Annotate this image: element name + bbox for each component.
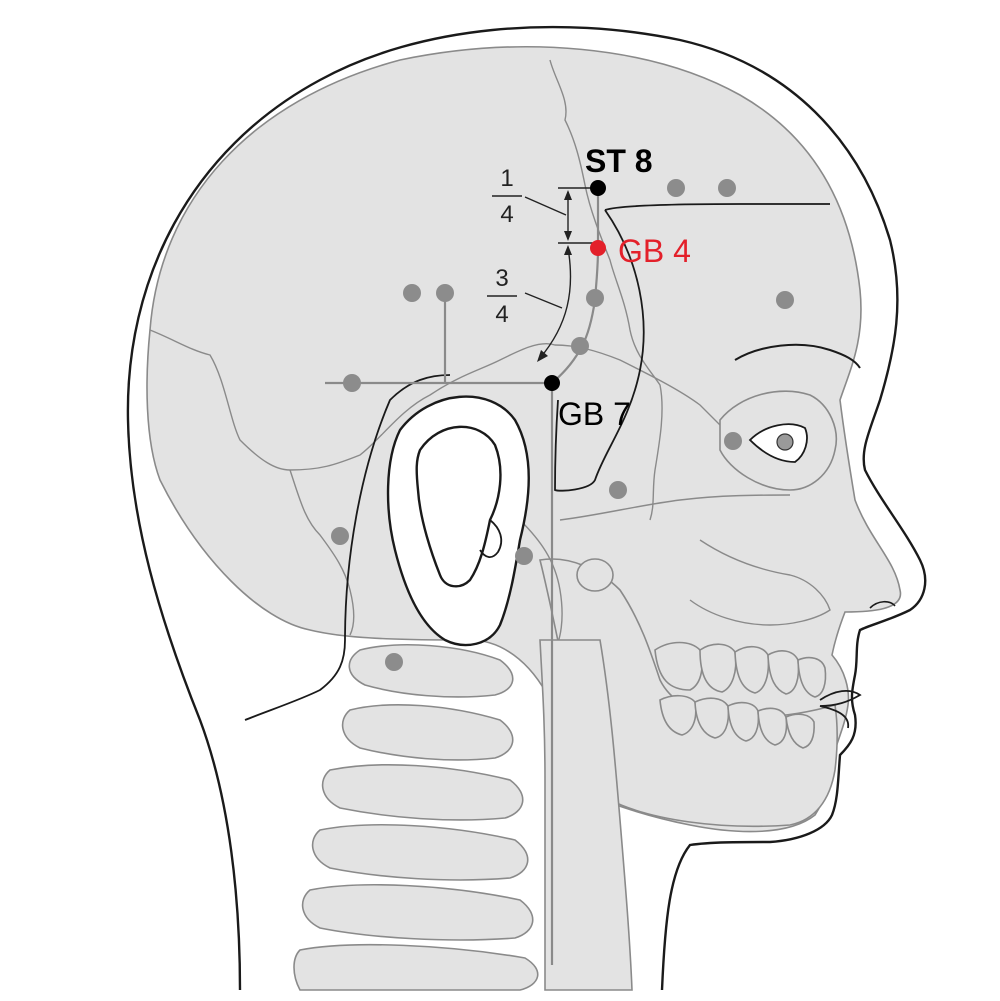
fraction-lower-denominator: 4 — [495, 301, 508, 328]
hairline — [604, 203, 830, 211]
secondary-acupoint — [385, 653, 403, 671]
acupoint-gb4-marker — [590, 240, 606, 256]
ear-inner — [415, 425, 502, 588]
secondary-acupoint — [343, 374, 361, 392]
vertebra-c6 — [293, 943, 539, 991]
arrow-lower-head-bottom — [537, 350, 548, 362]
vertebra-c2 — [341, 704, 514, 761]
dimension-marks: 1 4 3 4 — [487, 165, 598, 362]
secondary-acupoint — [403, 284, 421, 302]
secondary-acupoint — [724, 432, 742, 450]
vertebra-c1 — [348, 644, 514, 698]
secondary-acupoint — [586, 289, 604, 307]
external-acoustic-meatus — [576, 558, 614, 592]
eyebrow — [734, 343, 861, 369]
zygomatic-arch — [559, 494, 791, 521]
coronal-suture — [549, 59, 663, 521]
head-outline — [126, 25, 927, 991]
primary-acupoints: ST 8 GB 4 GB 7 — [544, 143, 691, 432]
arrow-upper-head-bottom — [564, 231, 572, 241]
acupoint-gb4-label: GB 4 — [618, 233, 691, 269]
acupoint-gb7-marker — [544, 375, 560, 391]
vertebral-body — [539, 639, 633, 991]
secondary-acupoint — [718, 179, 736, 197]
maxilla — [689, 539, 831, 626]
fraction-lower-numerator: 3 — [495, 265, 508, 292]
arrow-upper-head-top — [564, 190, 572, 200]
fraction-upper-denominator: 4 — [500, 201, 513, 228]
secondary-acupoint — [331, 527, 349, 545]
nostril — [869, 600, 896, 609]
leader-lower — [524, 292, 563, 309]
acupoint-st8-label: ST 8 — [585, 143, 653, 179]
arrow-lower-curve — [539, 247, 572, 359]
secondary-acupoint — [436, 284, 454, 302]
acupoint-gb7-label: GB 7 — [558, 396, 631, 432]
cervical-spine — [293, 639, 633, 991]
leader-upper — [524, 196, 567, 216]
vertebra-c5 — [301, 884, 534, 941]
fraction-upper-numerator: 1 — [500, 165, 513, 192]
guide-lines — [325, 188, 600, 965]
secondary-acupoint — [515, 547, 533, 565]
ear-canal — [479, 519, 503, 558]
squamosal-suture — [149, 329, 736, 471]
jaw-skin — [244, 374, 451, 721]
lower-teeth — [659, 694, 815, 749]
ear-outer — [386, 395, 530, 647]
upper-teeth — [654, 641, 827, 698]
acupoint-st8-marker — [590, 180, 606, 196]
meridian-path — [551, 188, 600, 384]
secondary-acupoint — [609, 481, 627, 499]
vertebra-c3 — [321, 763, 524, 821]
sideburn — [554, 209, 645, 492]
lips — [819, 689, 862, 729]
eye-iris — [776, 433, 794, 451]
lambdoid-suture — [289, 469, 355, 636]
vertebra-c4 — [311, 824, 529, 881]
secondary-acupoint — [667, 179, 685, 197]
head-contour — [126, 25, 927, 991]
secondary-acupoint — [571, 337, 589, 355]
secondary-acupoint — [776, 291, 794, 309]
mastoid-process — [519, 519, 563, 651]
secondary-acupoints — [331, 179, 794, 671]
